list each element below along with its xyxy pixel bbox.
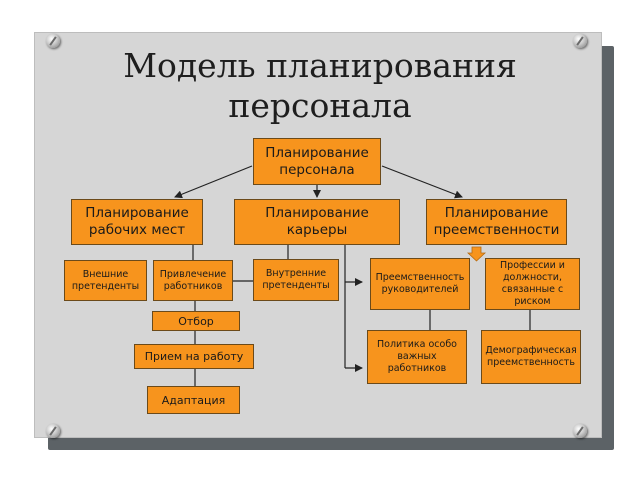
screw-icon	[46, 424, 60, 438]
node-attraction: Привлечение работников	[153, 260, 233, 301]
node-personnel-planning: Планирование персонала	[253, 138, 381, 185]
node-adaptation: Адаптация	[147, 386, 240, 414]
screw-icon	[573, 424, 587, 438]
slide-title: Модель планирования персонала	[123, 46, 517, 125]
arrow-root-workplaces	[174, 165, 253, 199]
node-hiring: Прием на работу	[134, 344, 254, 369]
node-workplace-planning: Планирование рабочих мест	[71, 199, 203, 245]
node-risk-professions: Профессии и должности, связанные с риско…	[485, 258, 580, 310]
screw-icon	[46, 34, 60, 48]
node-external-candidates: Внешние претенденты	[64, 260, 147, 301]
node-career-planning: Планирование карьеры	[234, 199, 400, 245]
node-demographic-succession: Демографическая преемственность	[481, 330, 581, 384]
node-succession-planning: Планирование преемственности	[426, 199, 567, 245]
node-key-employees-policy: Политика особо важных работников	[367, 330, 467, 384]
down-arrow-icon	[466, 246, 487, 262]
node-internal-candidates: Внутренние претенденты	[253, 259, 339, 301]
arrow-root-succession	[381, 165, 463, 199]
node-selection: Отбор	[152, 311, 240, 331]
screw-icon	[573, 34, 587, 48]
node-leader-succession: Преемственность руководителей	[370, 258, 470, 310]
